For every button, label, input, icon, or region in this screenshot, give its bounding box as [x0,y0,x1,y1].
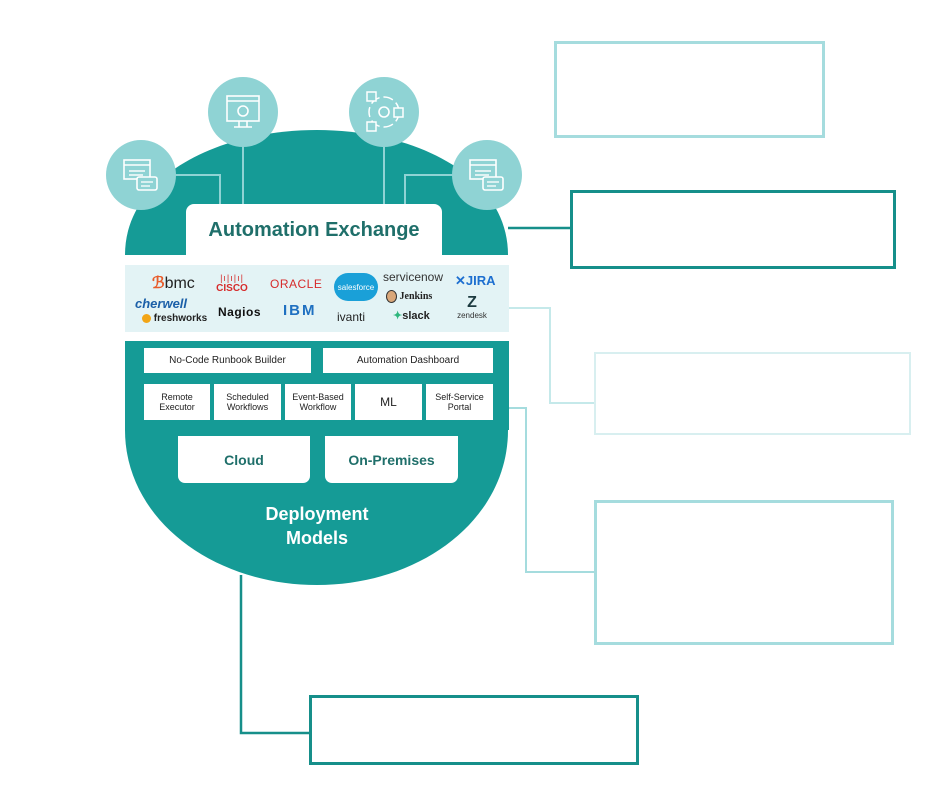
deployment-models-line1: Deployment [265,504,369,524]
automation-dashboard-label: Automation Dashboard [356,354,460,366]
remote-executor-line2: Executor [159,402,195,412]
remote-executor-box: Remote Executor [144,384,210,420]
logo-freshworks-text: freshworks [153,313,208,324]
ml-box: ML [355,384,422,420]
scheduled-workflows-box: Scheduled Workflows [214,384,281,420]
event-based-workflow-box: Event-Based Workflow [285,384,351,420]
chat-window-icon [106,140,176,210]
deployment-models-line2: Models [285,528,348,548]
bmc-mark-icon: ℬ [152,275,165,292]
callout-box-top [554,41,825,138]
runbook-builder-label: No-Code Runbook Builder [169,354,286,366]
event-based-workflow-line2: Workflow [299,402,337,412]
callout-box-modules [594,500,894,645]
callout-box-deployment [309,695,639,765]
logo-cherwell: cherwell [135,296,188,311]
monitor-gear-icon [208,77,278,147]
logo-ibm: IBM [283,302,317,319]
scheduled-workflows-line1: Scheduled [226,392,269,402]
logo-jira-text: JIRA [465,273,496,288]
logo-salesforce-text: salesforce [337,282,375,292]
jira-mark-icon: ✕ [455,273,466,288]
logo-jenkins-text: Jenkins [399,290,433,302]
logo-zendesk-text: zendesk [457,311,487,320]
cisco-bars-icon: |ı|ı|ı| [220,273,244,283]
logo-cisco-text: CISCO [216,283,248,294]
self-service-portal-box: Self-Service Portal [426,384,493,420]
automation-exchange-card: Automation Exchange [186,204,442,256]
connector-deployment [239,575,309,735]
callout-box-exchange [570,190,896,269]
logo-nagios: Nagios [218,305,262,319]
on-premises-card: On-Premises [325,436,458,483]
runbook-builder-box: No-Code Runbook Builder [144,348,311,373]
cloud-label: Cloud [224,451,264,468]
logo-oracle: ORACLE [270,277,323,291]
zendesk-mark-icon: Z [467,294,477,311]
logo-servicenow: servicenow [383,270,444,284]
self-service-portal-line2: Portal [447,402,472,412]
logo-bmc: ℬbmc [152,273,195,293]
slack-mark-icon: ✦ [393,310,403,322]
logo-zendesk: Z zendesk [452,295,492,321]
deployment-models-label: Deployment Models [217,502,417,550]
ml-label: ML [380,395,397,409]
scheduled-workflows-line2: Workflows [226,402,269,412]
automation-exchange-title: Automation Exchange [208,218,420,241]
jenkins-face-icon [386,290,397,303]
remote-executor-line1: Remote [161,392,193,402]
cloud-card: Cloud [178,436,310,483]
logo-slack-text: slack [402,310,430,322]
connector-integrations [509,307,594,404]
chat-window-icon [452,140,522,210]
integrations-band [125,265,509,332]
logo-cisco: |ı|ı|ı| CISCO [211,273,253,295]
event-based-workflow-line1: Event-Based [292,392,344,402]
logo-ivanti: ivanti [337,310,366,324]
logo-bmc-text: bmc [164,275,195,292]
logo-slack: ✦slack [393,309,430,322]
on-premises-label: On-Premises [348,451,435,468]
freshworks-flower-icon [142,313,151,323]
automation-dashboard-box: Automation Dashboard [323,348,493,373]
logo-freshworks: freshworks [142,313,207,324]
checklist-cycle-icon [349,77,419,147]
connector-modules [509,407,594,573]
logo-jira: ✕JIRA [455,273,496,289]
self-service-portal-line1: Self-Service [435,392,484,402]
logo-salesforce: salesforce [334,273,378,301]
callout-box-integrations [594,352,911,435]
logo-jenkins: Jenkins [386,290,432,303]
